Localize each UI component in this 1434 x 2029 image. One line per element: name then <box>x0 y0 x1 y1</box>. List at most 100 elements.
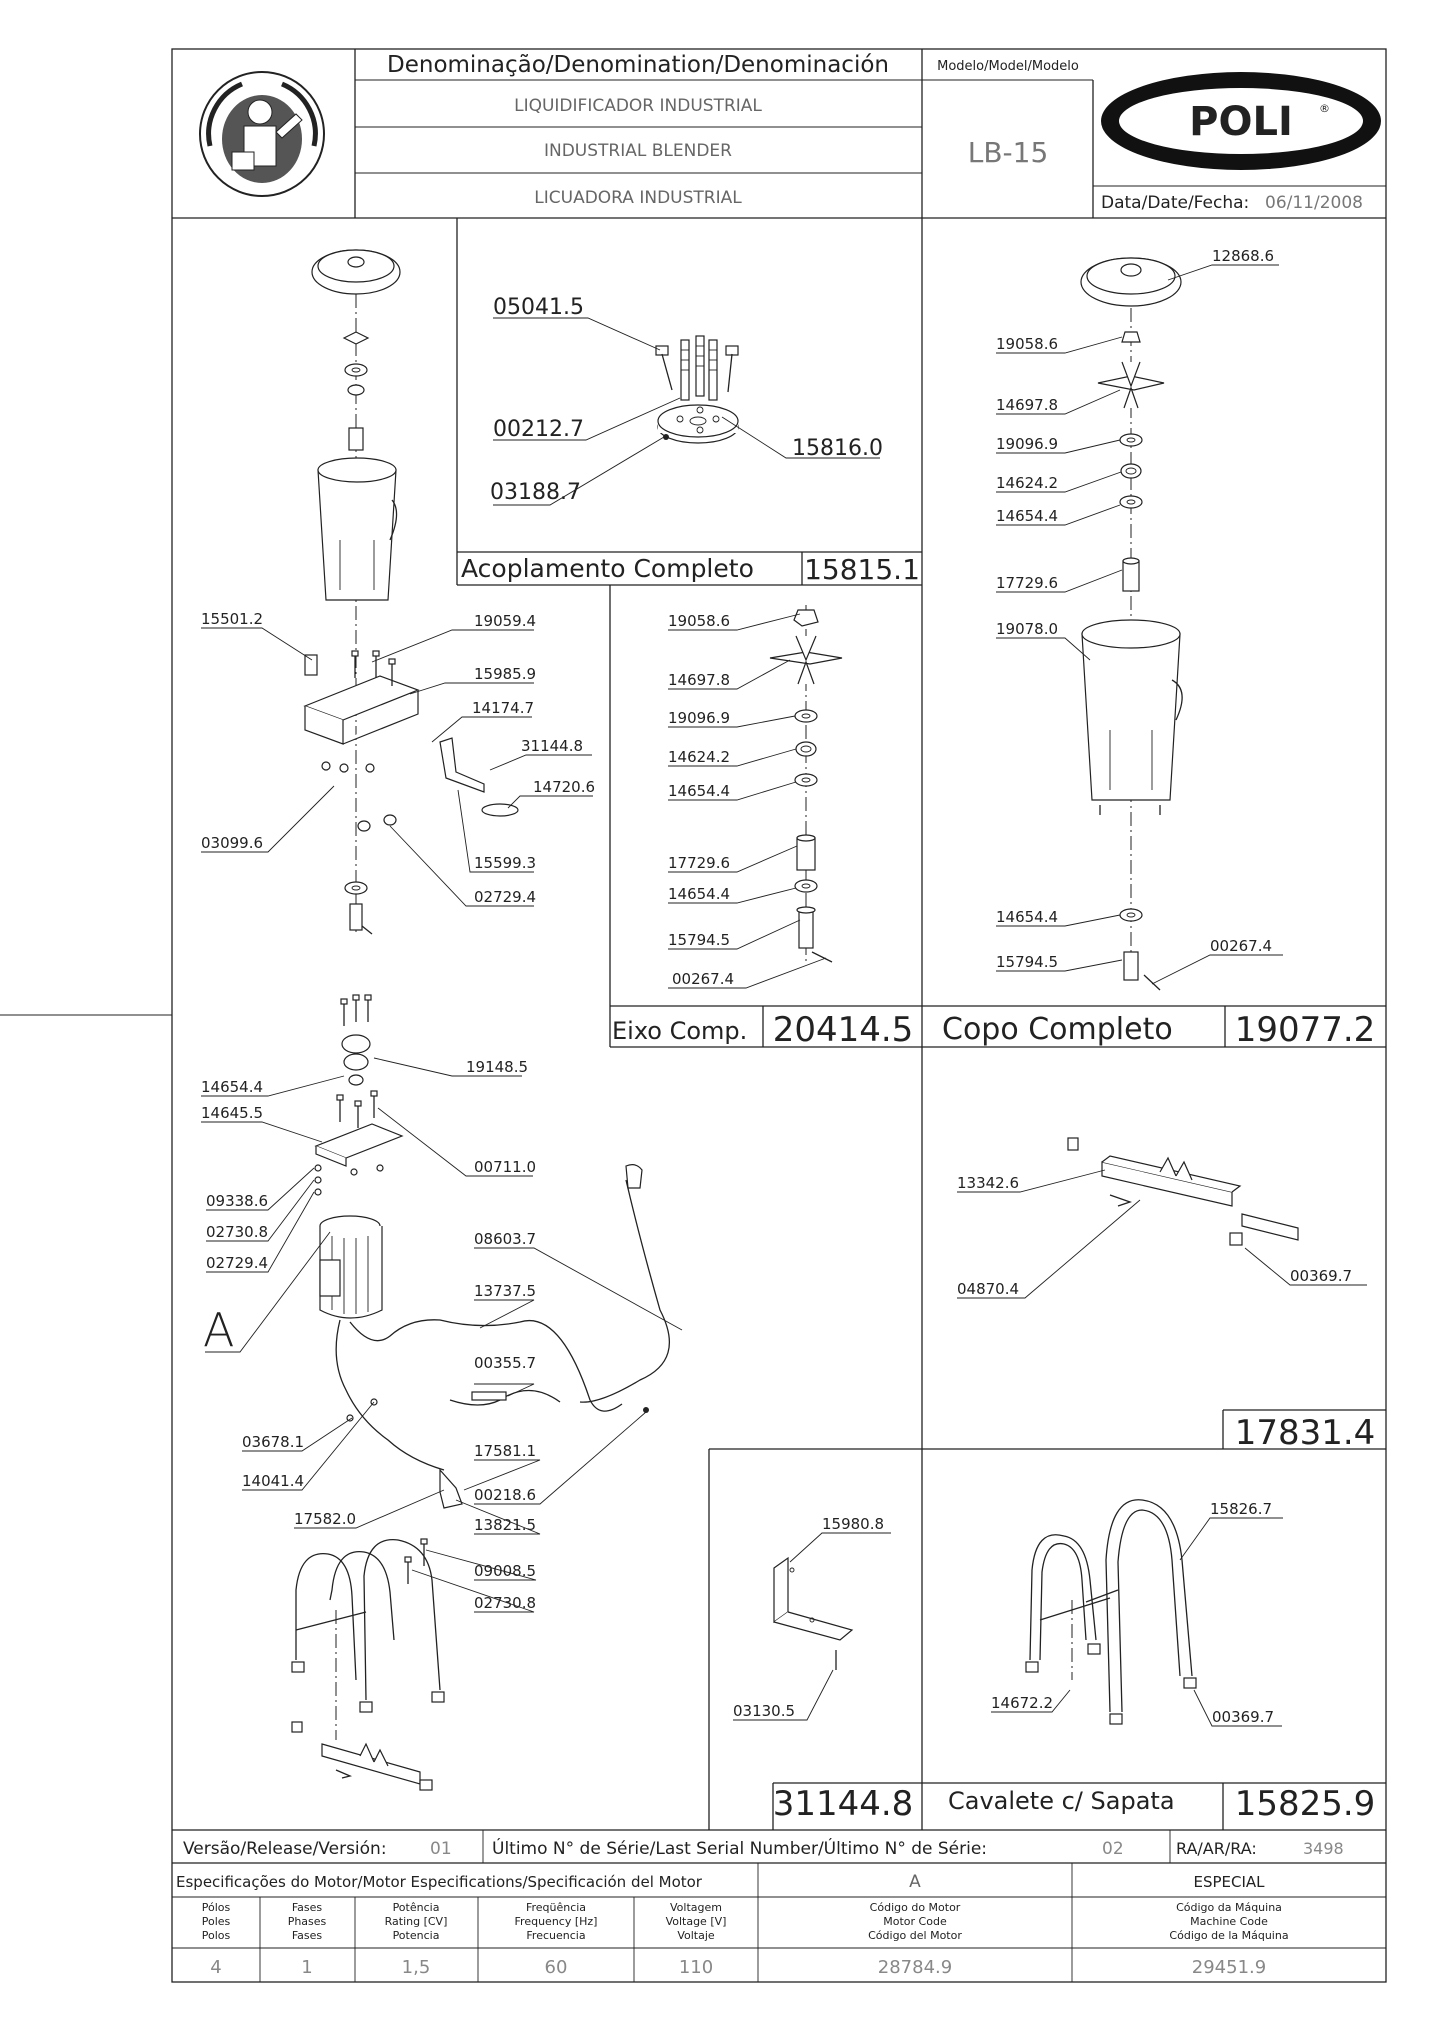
copo-part-10: 15794.5 <box>996 953 1058 971</box>
copo-part-4: 19096.9 <box>996 435 1058 453</box>
svg-text:Código da Máquina: Código da Máquina <box>1176 1901 1282 1914</box>
copo-part-6: 14654.4 <box>996 507 1058 525</box>
svg-text:Motor Code: Motor Code <box>883 1915 947 1928</box>
lower-part-3: 14645.5 <box>201 1104 263 1122</box>
lower-part-8: 08603.7 <box>474 1230 536 1248</box>
brand-name: POLI <box>1189 99 1293 145</box>
lower-part-13: 14041.4 <box>242 1472 304 1490</box>
cav-code: 15825.9 <box>1235 1784 1376 1824</box>
date-value: 06/11/2008 <box>1265 193 1363 213</box>
svg-text:Rating [CV]: Rating [CV] <box>385 1915 448 1928</box>
svg-text:Phases: Phases <box>288 1915 327 1928</box>
bracket-code: 31144.8 <box>773 1784 914 1824</box>
shaft-assembly-drawing <box>668 605 843 989</box>
sheet-frame <box>0 48 1387 1983</box>
stand-with-feet-drawing <box>991 1499 1283 1727</box>
machine-variant: ESPECIAL <box>1193 1873 1265 1891</box>
upper-part-2: 19059.4 <box>474 612 536 630</box>
poli-brand-logo: POLI ® <box>1101 72 1381 170</box>
acop-part-3: 03188.7 <box>490 480 581 505</box>
lower-part-18: 02730.8 <box>474 1594 536 1612</box>
coupling-assembly-drawing <box>493 317 880 506</box>
cav-part-2: 14672.2 <box>991 1694 1053 1712</box>
acop-code: 15815.1 <box>804 553 920 586</box>
main-upper-exploded-view <box>201 249 593 935</box>
svg-text:Fases: Fases <box>292 1901 323 1914</box>
spec-col-machine-code: Código da Máquina Machine Code Código de… <box>1169 1901 1288 1978</box>
svg-text:Código del Motor: Código del Motor <box>868 1929 962 1942</box>
copo-code: 19077.2 <box>1235 1010 1376 1050</box>
spec-col-frequency: Freqüência Frequency [Hz] Frecuencia 60 <box>515 1901 598 1978</box>
svg-text:Potencia: Potencia <box>393 1929 440 1942</box>
motor-spec-label: Especificações do Motor/Motor Especifica… <box>176 1873 703 1891</box>
upper-part-8: 15599.3 <box>474 854 536 872</box>
spec-col-poles: Pólos Poles Polos 4 <box>202 1901 231 1978</box>
lower-part-1: 19148.5 <box>466 1058 528 1076</box>
spec-value-poles: 4 <box>210 1957 221 1978</box>
upper-part-4: 14174.7 <box>472 699 534 717</box>
serial-label: Último N° de Série/Last Serial Number/Úl… <box>492 1837 987 1859</box>
product-name-es: LICUADORA INDUSTRIAL <box>534 188 742 208</box>
bar-code: 17831.4 <box>1235 1413 1376 1453</box>
model-title: Modelo/Model/Modelo <box>937 59 1079 74</box>
lower-part-4: 00711.0 <box>474 1158 536 1176</box>
lower-part-16: 13821.5 <box>474 1516 536 1534</box>
copo-title: Copo Completo <box>942 1012 1173 1047</box>
eixo-code: 20414.5 <box>773 1010 914 1050</box>
svg-text:Voltage [V]: Voltage [V] <box>666 1915 727 1928</box>
lower-part-14: 00218.6 <box>474 1486 536 1504</box>
cav-title: Cavalete c/ Sapata <box>948 1787 1175 1815</box>
svg-text:Frequency [Hz]: Frequency [Hz] <box>515 1915 598 1928</box>
spec-value-machine-code: 29451.9 <box>1192 1957 1266 1978</box>
eixo-part-5: 14654.4 <box>668 782 730 800</box>
spec-value-rating: 1,5 <box>402 1957 431 1978</box>
eixo-part-8: 15794.5 <box>668 931 730 949</box>
upper-part-9: 02729.4 <box>474 888 536 906</box>
lower-part-6: 02730.8 <box>206 1223 268 1241</box>
copo-part-3: 14697.8 <box>996 396 1058 414</box>
main-lower-exploded-view <box>201 994 683 1791</box>
spec-col-phases: Fases Phases Fases 1 <box>288 1901 327 1978</box>
jar-assembly-drawing <box>996 257 1283 991</box>
spec-value-frequency: 60 <box>545 1957 568 1978</box>
bar-part-2: 04870.4 <box>957 1280 1019 1298</box>
copo-part-11: 00267.4 <box>1210 937 1272 955</box>
motor-spec-columns: Pólos Poles Polos 4 Fases Phases Fases 1… <box>202 1901 1289 1978</box>
svg-text:Freqüência: Freqüência <box>526 1901 586 1914</box>
acop-part-4: 15816.0 <box>792 436 883 461</box>
copo-part-7: 17729.6 <box>996 574 1058 592</box>
bracket-drawing <box>733 1532 891 1721</box>
lower-part-5: 09338.6 <box>206 1192 268 1210</box>
eixo-part-7: 14654.4 <box>668 885 730 903</box>
lower-part-17: 09008.5 <box>474 1562 536 1580</box>
lower-part-15: 17582.0 <box>294 1510 356 1528</box>
ra-value: 3498 <box>1303 1839 1344 1858</box>
base-bar-drawing <box>957 1137 1367 1299</box>
upper-part-1: 15501.2 <box>201 610 263 628</box>
eixo-part-4: 14624.2 <box>668 748 730 766</box>
product-name-en: INDUSTRIAL BLENDER <box>544 141 732 161</box>
svg-text:Frecuencia: Frecuencia <box>526 1929 585 1942</box>
upper-part-3: 15985.9 <box>474 665 536 683</box>
copo-part-5: 14624.2 <box>996 474 1058 492</box>
lower-part-11: 03678.1 <box>242 1433 304 1451</box>
copo-part-1: 12868.6 <box>1212 247 1274 265</box>
bracket-part-2: 03130.5 <box>733 1702 795 1720</box>
svg-text:Potência: Potência <box>393 1901 440 1914</box>
lower-part-9: 13737.5 <box>474 1282 536 1300</box>
svg-text:Voltaje: Voltaje <box>677 1929 715 1942</box>
svg-text:Fases: Fases <box>292 1929 323 1942</box>
eixo-title: Eixo Comp. <box>612 1017 747 1045</box>
cav-part-3: 00369.7 <box>1212 1708 1274 1726</box>
svg-text:Pólos: Pólos <box>202 1901 231 1914</box>
acop-title: Acoplamento Completo <box>461 554 754 583</box>
svg-text:Código de la Máquina: Código de la Máquina <box>1169 1929 1288 1942</box>
denomination-title: Denominação/Denomination/Denominación <box>387 52 889 78</box>
spec-value-phases: 1 <box>301 1957 312 1978</box>
eixo-part-9: 00267.4 <box>672 970 734 988</box>
eixo-part-3: 19096.9 <box>668 709 730 727</box>
upper-part-6: 14720.6 <box>533 778 595 796</box>
ra-label: RA/AR/RA: <box>1176 1839 1257 1858</box>
copo-part-8: 19078.0 <box>996 620 1058 638</box>
